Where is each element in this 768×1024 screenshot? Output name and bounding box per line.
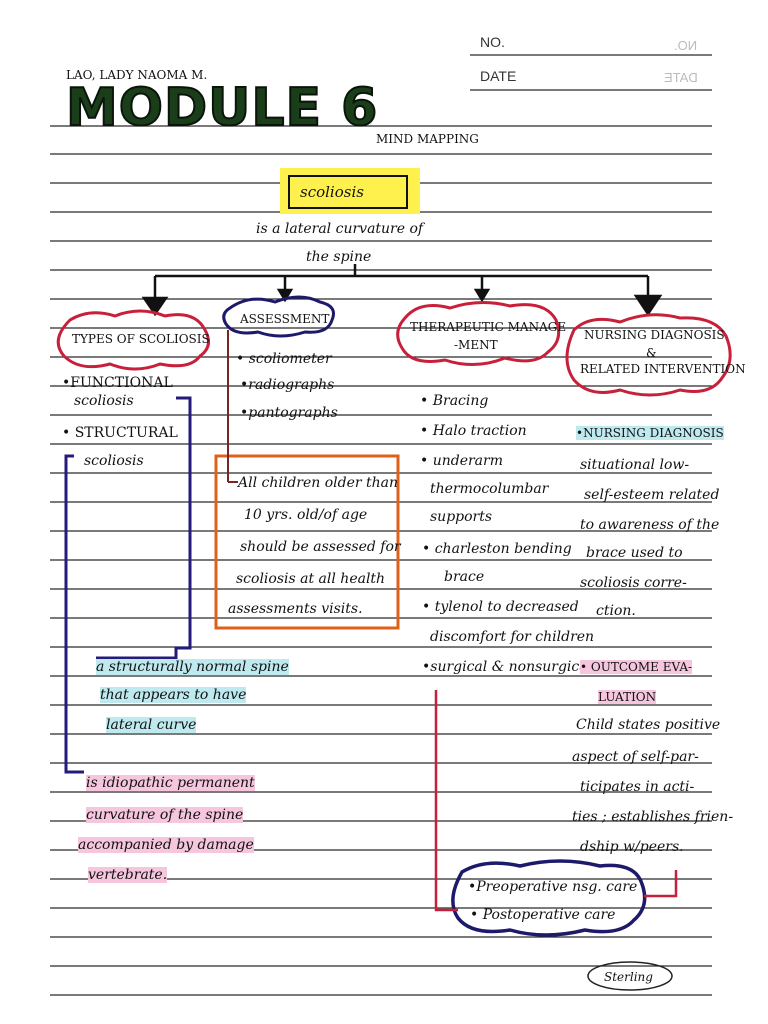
nursing-diagnosis-3: to awareness of the <box>580 517 720 533</box>
surgical-subitem-1: •Preoperative nsg. care <box>468 879 638 895</box>
cloud-types <box>56 309 211 371</box>
nursing-diagnosis-heading: •NURSING DIAGNOSIS <box>576 426 724 440</box>
central-box <box>288 175 408 209</box>
therapeutic-title-2: -MENT <box>454 338 498 352</box>
therapeutic-item-2: • Halo traction <box>420 423 527 439</box>
signature-oval <box>587 961 673 991</box>
therapeutic-item-6: • charleston bending <box>422 541 572 557</box>
surgical-subitem-2: • Postoperative care <box>470 907 616 923</box>
branch-connectors <box>141 264 663 317</box>
central-topic: scoliosis <box>300 183 364 201</box>
functional-label-2: scoliosis <box>74 393 134 409</box>
author-name: LAO, LADY NAOMA M. <box>66 68 208 82</box>
nursing-title-2: & <box>646 346 657 360</box>
surgical-connector <box>434 690 678 912</box>
outcome-text-5: dship w/peers. <box>580 839 684 855</box>
outcome-text-1: Child states positive <box>576 717 721 733</box>
outcome-heading-2: LUATION <box>598 690 657 704</box>
signature: Sterling <box>604 970 653 984</box>
central-definition-2: the spine <box>306 249 372 265</box>
therapeutic-item-7: brace <box>444 569 485 585</box>
types-title: TYPES OF SCOLIOSIS <box>72 332 210 346</box>
assessment-note-4: scoliosis at all health <box>236 571 386 587</box>
ruled-lines <box>50 54 712 996</box>
assessment-note-5: assessments visits. <box>228 601 363 617</box>
nursing-diagnosis-6: ction. <box>596 603 636 619</box>
therapeutic-item-1: • Bracing <box>420 393 489 409</box>
outcome-text-2: aspect of self-par- <box>572 749 699 765</box>
date-label: DATE <box>480 68 517 84</box>
outcome-text-4: ties ; establishes frien- <box>572 809 734 825</box>
types-brackets <box>64 396 192 774</box>
functional-label: •FUNCTIONAL <box>62 375 173 391</box>
outcome-text-3: ticipates in acti- <box>580 779 695 795</box>
page-title: MODULE 6 <box>65 77 379 139</box>
structural-def-4: vertebrate. <box>88 867 168 883</box>
assessment-note-2: 10 yrs. old/of age <box>244 507 368 523</box>
nursing-diagnosis-2: self-esteem related <box>584 487 720 503</box>
cloud-therapeutic <box>396 301 561 366</box>
therapeutic-item-9: discomfort for children <box>430 629 595 645</box>
therapeutic-item-3: • underarm <box>420 453 503 469</box>
structural-label-2: scoliosis <box>84 453 144 469</box>
outcome-heading-1: • OUTCOME EVA- <box>580 660 693 674</box>
structural-def-3: accompanied by damage <box>78 837 254 853</box>
functional-def-2: that appears to have <box>100 687 247 703</box>
no-label-bleed: NO. <box>674 38 698 53</box>
therapeutic-item-4: thermocolumbar <box>430 481 549 497</box>
cloud-assessment <box>222 295 335 338</box>
nursing-title-3: RELATED INTERVENTION <box>580 362 746 376</box>
structural-def-1: is idiopathic permanent <box>86 775 255 791</box>
assessment-item-1: • scoliometer <box>236 351 332 367</box>
assessment-note-1: All children older than <box>238 475 399 491</box>
no-label: NO. <box>480 34 505 50</box>
structural-label: • STRUCTURAL <box>62 425 178 441</box>
nursing-diagnosis-5: scoliosis corre- <box>580 575 687 591</box>
therapeutic-item-8: • tylenol to decreased <box>422 599 579 615</box>
nursing-title-1: NURSING DIAGNOSIS <box>584 328 725 342</box>
assessment-item-2: •radiographs <box>240 377 335 393</box>
structural-def-2: curvature of the spine <box>86 807 244 823</box>
assessment-title: ASSESSMENT <box>240 312 330 326</box>
nursing-diagnosis-4: brace used to <box>586 545 683 561</box>
functional-def-1: a structurally normal spine <box>96 659 289 675</box>
functional-def-3: lateral curve <box>106 717 197 733</box>
assessment-note-box <box>214 454 400 630</box>
nursing-diagnosis-1: situational low- <box>580 457 690 473</box>
cloud-surgical-care <box>451 859 647 937</box>
assessment-note-3: should be assessed for <box>240 539 401 555</box>
assessment-item-3: •pantographs <box>240 405 338 421</box>
therapeutic-item-5: supports <box>430 509 493 525</box>
therapeutic-item-10: •surgical & nonsurgical <box>422 659 593 675</box>
page-subtitle: MIND MAPPING <box>376 132 479 146</box>
central-definition-1: is a lateral curvature of <box>256 221 424 237</box>
cloud-nursing <box>565 313 732 397</box>
therapeutic-title-1: THERAPEUTIC MANAGE <box>410 320 567 334</box>
date-label-bleed: DATE <box>664 70 698 85</box>
